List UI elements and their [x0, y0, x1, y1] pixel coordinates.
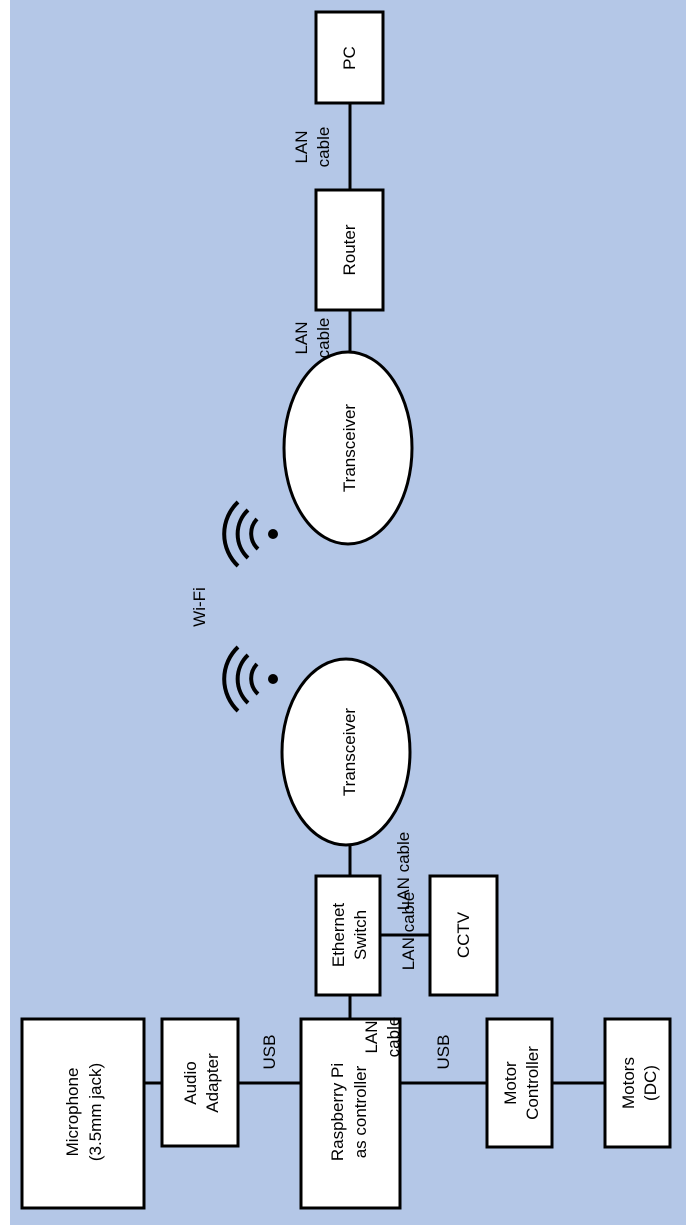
router-pc-connection-label-line1: LAN	[292, 130, 311, 163]
transceiver-bottom-ellipse	[280, 657, 412, 847]
motors-label-line2: (DC)	[641, 1065, 660, 1101]
microphone-label-line1: Microphone	[63, 1068, 82, 1157]
microphone-label-line2: (3.5mm jack)	[86, 1063, 105, 1161]
ethernet-switch-label-line1: Ethernet	[329, 903, 348, 968]
cctv-label: CCTV	[454, 911, 473, 958]
audio-adapter-label-line1: Audio	[181, 1061, 200, 1104]
ethernet-switch-label-line2: Switch	[351, 910, 370, 960]
transceiver-top-ellipse	[282, 350, 414, 546]
raspberry-pi-label-line2: as controller	[351, 1065, 370, 1158]
switch-cctv-connection-label: LAN cable	[399, 892, 418, 970]
transceiver-top-label: Transceiver	[340, 404, 359, 493]
motor-controller-box	[485, 1017, 554, 1149]
motors-label-line1: Motors	[619, 1057, 638, 1109]
pi-switch-connection-label-line2: cable	[384, 1017, 403, 1058]
wifi-signal-icon	[222, 645, 278, 713]
motors-box	[603, 1017, 672, 1149]
router-box	[314, 188, 385, 312]
router-label: Router	[340, 224, 359, 275]
wifi-connection-label: Wi-Fi	[190, 587, 209, 627]
audio-adapter-box	[160, 1017, 240, 1148]
transceiver-bottom-label: Transceiver	[340, 708, 359, 797]
pi-switch-connection-label-line1: LAN	[362, 1020, 381, 1053]
pi-motor-connection-label: USB	[434, 1035, 453, 1070]
switch-transceiver-connection-label: LAN cable	[394, 832, 413, 910]
raspberry-pi-box	[299, 1017, 402, 1210]
connector-lines	[144, 103, 605, 1085]
ethernet-switch-box	[314, 874, 382, 997]
cctv-box	[428, 874, 499, 997]
raspberry-pi-label-line1: Raspberry Pi	[328, 1063, 347, 1161]
audio-adapter-label-line2: Adapter	[203, 1053, 222, 1113]
pc-box	[314, 10, 385, 105]
motor-controller-label-line1: Motor	[501, 1061, 520, 1105]
microphone-box	[20, 1017, 146, 1210]
audio-pi-connection-label: USB	[260, 1035, 279, 1070]
router-pc-connection-label-line2: cable	[314, 127, 333, 168]
transceiver-router-connection-label-line2: cable	[314, 318, 333, 359]
transceiver-router-connection-label-line1: LAN	[292, 321, 311, 354]
wifi-signal-icon	[222, 500, 278, 568]
motor-controller-label-line2: Controller	[523, 1046, 542, 1120]
pc-label: PC	[340, 46, 359, 70]
